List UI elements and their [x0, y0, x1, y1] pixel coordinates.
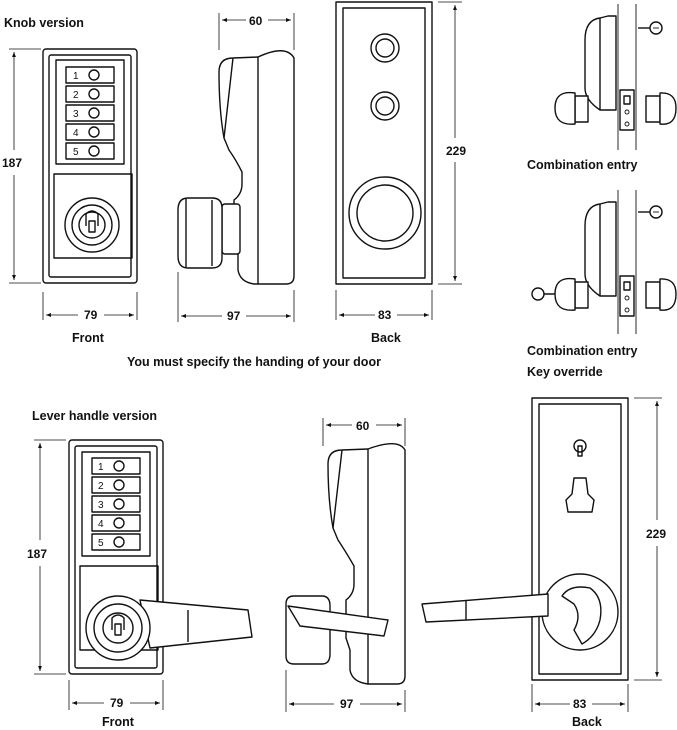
keypad-button-3: 3 [73, 109, 79, 120]
knob-side-view [177, 50, 295, 285]
lever-keypad-button-5: 5 [98, 538, 104, 549]
combination-entry-diagram [554, 4, 677, 150]
keypad-button-4: 4 [73, 128, 79, 139]
key-override-label: Key override [527, 365, 603, 379]
lever-keypad: 1 2 3 4 5 [91, 457, 141, 551]
knob-height-dimension: 187 [2, 48, 41, 284]
svg-text:97: 97 [227, 309, 241, 323]
lever-back-view [421, 397, 629, 681]
knob-side-depth-dimension: 97 [177, 272, 295, 323]
knob-version-title: Knob version [4, 16, 84, 30]
svg-text:79: 79 [110, 696, 124, 710]
svg-text:79: 79 [84, 308, 98, 322]
svg-text:229: 229 [446, 144, 466, 158]
lever-handle [85, 595, 253, 661]
key-override-diagram [531, 190, 677, 334]
combination-entry-label: Combination entry [527, 158, 637, 172]
lever-version-title: Lever handle version [32, 409, 157, 423]
knob-back-label: Back [371, 331, 401, 345]
knob-front-label: Front [72, 331, 105, 345]
keypad-button-2: 2 [73, 90, 79, 101]
svg-text:60: 60 [356, 419, 370, 433]
knob-side-top-dimension: 60 [218, 13, 295, 50]
lever-side-depth-dimension: 97 [285, 670, 406, 712]
lever-keypad-button-4: 4 [98, 519, 104, 530]
svg-text:83: 83 [573, 697, 587, 711]
svg-text:187: 187 [2, 156, 22, 170]
svg-text:60: 60 [249, 14, 263, 28]
lever-keypad-button-1: 1 [98, 462, 104, 473]
lever-keypad-button-3: 3 [98, 500, 104, 511]
knob-cylinder [64, 197, 120, 253]
svg-text:83: 83 [378, 308, 392, 322]
svg-text:187: 187 [27, 547, 47, 561]
lever-front-width-dimension: 79 [68, 680, 164, 710]
combination-entry-label-2: Combination entry [527, 344, 637, 358]
lever-back-width-dimension: 83 [531, 684, 629, 712]
knob-keypad: 1 2 3 4 5 [65, 66, 115, 160]
lever-front-label: Front [102, 715, 135, 729]
knob-back-width-dimension: 83 [335, 290, 433, 322]
lever-keypad-button-2: 2 [98, 481, 104, 492]
knob-front-width-dimension: 79 [42, 292, 138, 322]
keypad-button-1: 1 [73, 71, 79, 82]
svg-text:229: 229 [646, 527, 666, 541]
knob-back-height-dimension: 229 [438, 1, 466, 285]
lever-back-label: Back [572, 715, 602, 729]
lever-side-top-dimension: 60 [322, 418, 406, 446]
lever-side-view [285, 443, 406, 685]
svg-text:97: 97 [340, 697, 354, 711]
handing-note: You must specify the handing of your doo… [127, 355, 381, 369]
lever-front-view: 1 2 3 4 5 [68, 439, 253, 675]
lever-back-height-dimension: 229 [634, 397, 666, 681]
lever-height-dimension: 187 [27, 439, 66, 675]
keypad-button-5: 5 [73, 147, 79, 158]
knob-back-view [335, 1, 433, 285]
knob-front-view: 1 2 3 4 5 [42, 48, 138, 284]
